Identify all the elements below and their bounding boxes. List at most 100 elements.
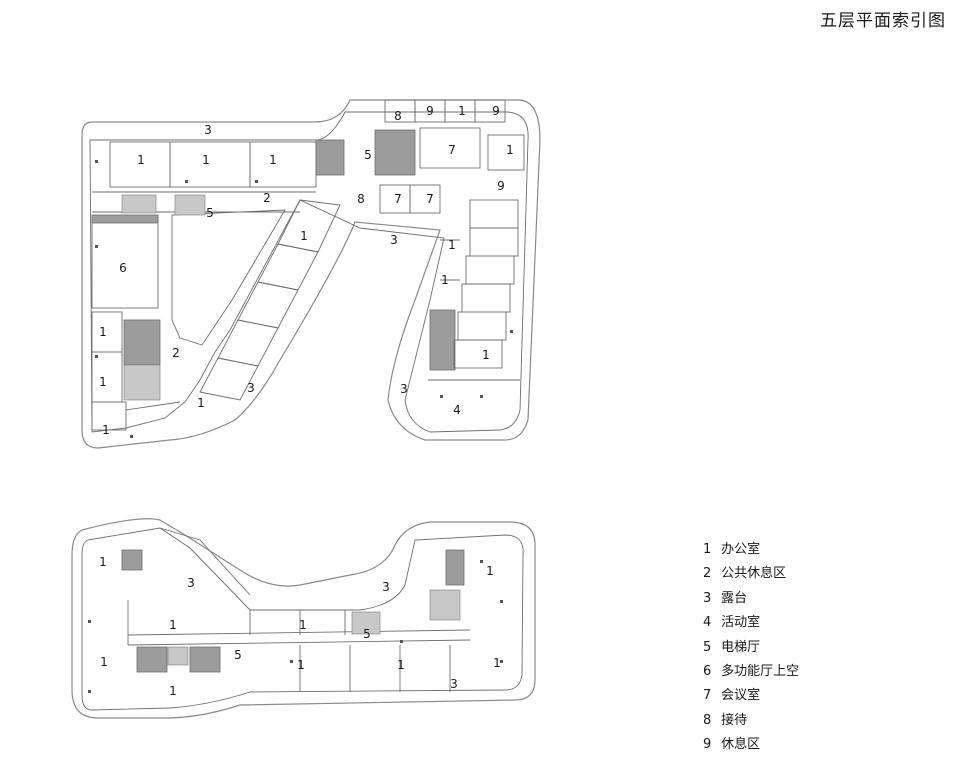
room-label: 7 [426,192,434,206]
room-label: 3 [187,576,195,590]
lower-core-b [189,646,221,673]
upper-north-core [315,139,345,176]
upper-west-core [123,319,161,366]
room-label: 5 [364,148,372,162]
upper-east-core [429,309,456,371]
legend-text: 多功能厅上空 [721,663,800,679]
room-label: 1 [137,153,145,167]
upper-stage [91,214,159,224]
room-label: 1 [448,238,456,252]
lower-east-core [445,549,465,586]
room-label: 9 [497,179,505,193]
upper-small-core [121,194,157,214]
lower-slab-outline [71,518,536,719]
upper-building-outline [89,111,529,433]
lower-columns [88,560,503,693]
upper-columns [95,160,513,438]
room-label: 1 [458,104,466,118]
upper-north-rooms [379,99,506,214]
upper-west-stair [123,364,161,401]
room-label: 1 [202,153,210,167]
room-label: 1 [169,618,177,632]
lower-lift-lobby [351,611,381,635]
legend-number: 3 [703,590,712,606]
room-label-terrace: 3 [204,123,212,137]
legend-text: 休息区 [721,737,761,753]
room-label: 5 [206,206,214,220]
lower-room-labels: 1 3 3 1 1 1 5 5 1 1 1 1 1 3 [99,555,501,698]
room-label: 5 [234,648,242,662]
room-label: 1 [197,396,205,410]
lower-corridor [127,600,471,692]
room-label: 7 [448,143,456,157]
upper-east-offices [428,134,525,381]
upper-lift-lobby-a [174,194,206,216]
room-label: 3 [450,677,458,691]
upper-west-offices [91,311,181,431]
legend-text: 公共休息区 [721,566,787,582]
room-label: 1 [169,684,177,698]
room-label: 1 [297,658,305,672]
legend-number: 7 [703,688,712,704]
room-label: 1 [99,555,107,569]
room-label: 3 [390,233,398,247]
room-label: 1 [299,618,307,632]
room-label: 1 [397,658,405,672]
lower-building-outline [81,527,524,711]
room-label: 1 [441,273,449,287]
legend-number: 4 [703,615,712,631]
legend-item: 9 休息区 [703,733,799,757]
upper-central-core [374,129,416,176]
room-label: 8 [357,192,365,206]
legend-item: 7 会议室 [703,684,799,708]
upper-courtyard [171,209,286,346]
legend-text: 办公室 [721,542,761,557]
legend-number: 5 [703,639,712,655]
legend-text: 活动室 [721,615,761,631]
legend-text: 会议室 [721,688,761,704]
legend-text: 接待 [721,712,748,728]
legend-item: 4 活动室 [703,611,799,635]
lower-floor-plan: 1 3 3 1 1 1 5 5 1 1 1 1 1 3 [71,518,536,719]
upper-room-labels: 3 1 1 1 2 5 8 9 1 9 5 7 1 9 8 7 7 3 1 6 … [99,104,514,437]
legend-item: 2 公共休息区 [703,562,799,586]
room-label: 4 [453,403,461,417]
legend-number: 2 [703,566,712,582]
room-label: 1 [482,348,490,362]
room-label: 1 [506,143,514,157]
room-legend: 1 办公室 2 公共休息区 3 露台 4 活动室 5 电梯厅 6 多功能厅上空 … [703,538,799,758]
legend-item: 5 电梯厅 [703,636,799,660]
lower-east-stair [429,589,461,621]
lower-core-a [136,646,168,673]
legend-item: 6 多功能厅上空 [703,660,799,684]
lower-core-stair [167,646,189,666]
room-label: 3 [400,382,408,396]
legend-number: 1 [703,542,712,557]
room-label: 3 [382,580,390,594]
upper-diagonal-offices [199,199,341,401]
plan-title: 五层平面索引图 [820,11,946,31]
legend-number: 8 [703,712,712,728]
room-label: 9 [426,104,434,118]
legend-number: 6 [703,663,712,679]
room-label: 1 [99,325,107,339]
legend-item: 3 露台 [703,587,799,611]
room-label: 1 [300,229,308,243]
legend-text: 电梯厅 [721,639,761,655]
room-label: 1 [99,375,107,389]
upper-floor-plan: 3 1 1 1 2 5 8 9 1 9 5 7 1 9 8 7 7 3 1 6 … [81,99,541,449]
room-label: 1 [100,655,108,669]
room-label: 1 [486,564,494,578]
room-label: 3 [247,381,255,395]
lower-terrace-edge [159,527,251,596]
room-label: 9 [492,104,500,118]
room-label: 5 [363,627,371,641]
legend-number: 9 [703,737,712,753]
legend-text: 露台 [721,590,748,606]
room-label: 1 [493,656,501,670]
room-label: 2 [263,191,271,205]
room-label: 1 [102,423,110,437]
room-label: 8 [394,109,402,123]
legend-item: 1 办公室 [703,538,799,562]
